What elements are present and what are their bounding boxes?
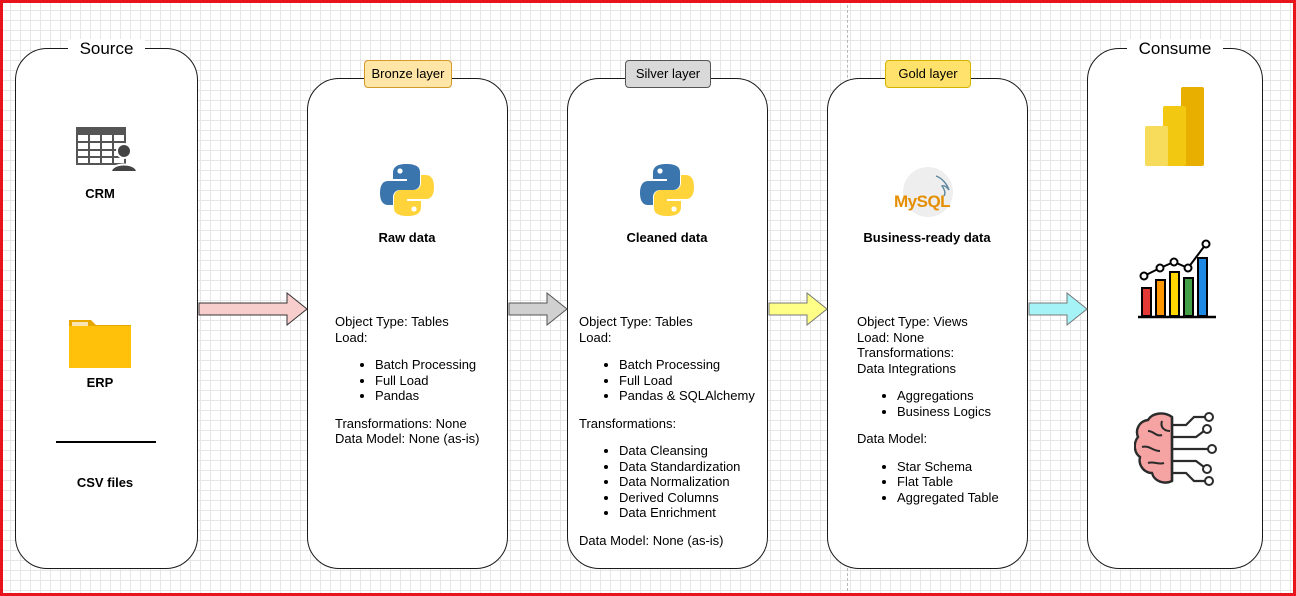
- list-item: Star Schema: [897, 459, 1025, 475]
- bronze-transformations: Transformations: None: [335, 415, 467, 431]
- erp-label: ERP: [86, 375, 114, 390]
- silver-subtitle: Cleaned data: [626, 230, 708, 245]
- mysql-icon-text: MySQL: [894, 192, 951, 211]
- gold-object-type: Object Type: Views: [857, 314, 968, 329]
- list-item: Data Enrichment: [619, 505, 765, 521]
- gold-data-model-label: Data Model:: [857, 431, 928, 446]
- table-user-icon: [76, 127, 138, 172]
- silver-data-model: Data Model: None (as-is): [579, 532, 724, 548]
- bronze-data-model: Data Model: None (as-is): [335, 431, 480, 446]
- bronze-load-list: Batch Processing Full Load Pandas: [335, 357, 505, 404]
- silver-object-type: Object Type: Tables: [579, 314, 693, 329]
- gold-transformations-list: Aggregations Business Logics: [857, 388, 1025, 419]
- list-item: Aggregations: [897, 388, 1025, 404]
- bronze-details: Object Type: Tables Load: Batch Processi…: [335, 314, 505, 447]
- list-item: Data Normalization: [619, 474, 765, 490]
- list-item: Full Load: [375, 373, 505, 389]
- gold-layer-box: [827, 78, 1028, 569]
- folder-icon: [69, 320, 131, 368]
- crm-label: CRM: [85, 186, 115, 201]
- ai-brain-icon: [1134, 412, 1217, 486]
- list-item: Business Logics: [897, 404, 1025, 420]
- power-bi-icon: [1145, 87, 1204, 166]
- mysql-icon: MySQL: [892, 166, 964, 218]
- arrow-gold-to-consume: [1028, 292, 1088, 326]
- silver-layer-box: [567, 78, 768, 569]
- silver-transformations-label: Transformations:: [579, 415, 677, 431]
- gold-data-model-list: Star Schema Flat Table Aggregated Table: [857, 459, 1025, 506]
- list-item: Batch Processing: [619, 357, 765, 373]
- silver-layer-tag: Silver layer: [625, 60, 711, 88]
- list-item: Pandas: [375, 388, 505, 404]
- list-item: Full Load: [619, 373, 765, 389]
- arrow-bronze-to-silver: [508, 292, 568, 326]
- python-icon: [640, 164, 694, 216]
- silver-load-label: Load:: [579, 329, 612, 345]
- silver-transformations-list: Data Cleansing Data Standardization Data…: [579, 443, 765, 521]
- bronze-layer-box: [307, 78, 508, 569]
- consume-title: Consume: [1126, 39, 1224, 58]
- source-title: Source: [67, 39, 146, 58]
- csv-files-label: CSV files: [76, 475, 134, 490]
- list-item: Data Cleansing: [619, 443, 765, 459]
- silver-load-list: Batch Processing Full Load Pandas & SQLA…: [579, 357, 765, 404]
- list-item: Aggregated Table: [897, 490, 1025, 506]
- arrow-source-to-bronze: [198, 292, 308, 326]
- gold-transformations-label: Transformations:: [857, 345, 955, 360]
- list-item: Data Standardization: [619, 459, 765, 475]
- list-item: Pandas & SQLAlchemy: [619, 388, 765, 404]
- list-item: Flat Table: [897, 474, 1025, 490]
- gold-subtitle: Business-ready data: [863, 230, 991, 245]
- csv-line: [56, 441, 156, 443]
- gold-layer-tag: Gold layer: [885, 60, 971, 88]
- gold-details: Object Type: Views Load: None Transforma…: [857, 314, 1025, 505]
- silver-details: Object Type: Tables Load: Batch Processi…: [579, 314, 765, 548]
- bronze-subtitle: Raw data: [378, 230, 436, 245]
- bronze-layer-tag: Bronze layer: [364, 60, 452, 88]
- gold-load: Load: None: [857, 329, 925, 345]
- arrow-silver-to-gold: [768, 292, 828, 326]
- list-item: Batch Processing: [375, 357, 505, 373]
- python-icon: [380, 164, 434, 216]
- bronze-load-label: Load:: [335, 329, 368, 345]
- bronze-object-type: Object Type: Tables: [335, 314, 449, 329]
- gold-data-integrations: Data Integrations: [857, 360, 957, 376]
- list-item: Derived Columns: [619, 490, 765, 506]
- bar-chart-icon: [1138, 239, 1216, 319]
